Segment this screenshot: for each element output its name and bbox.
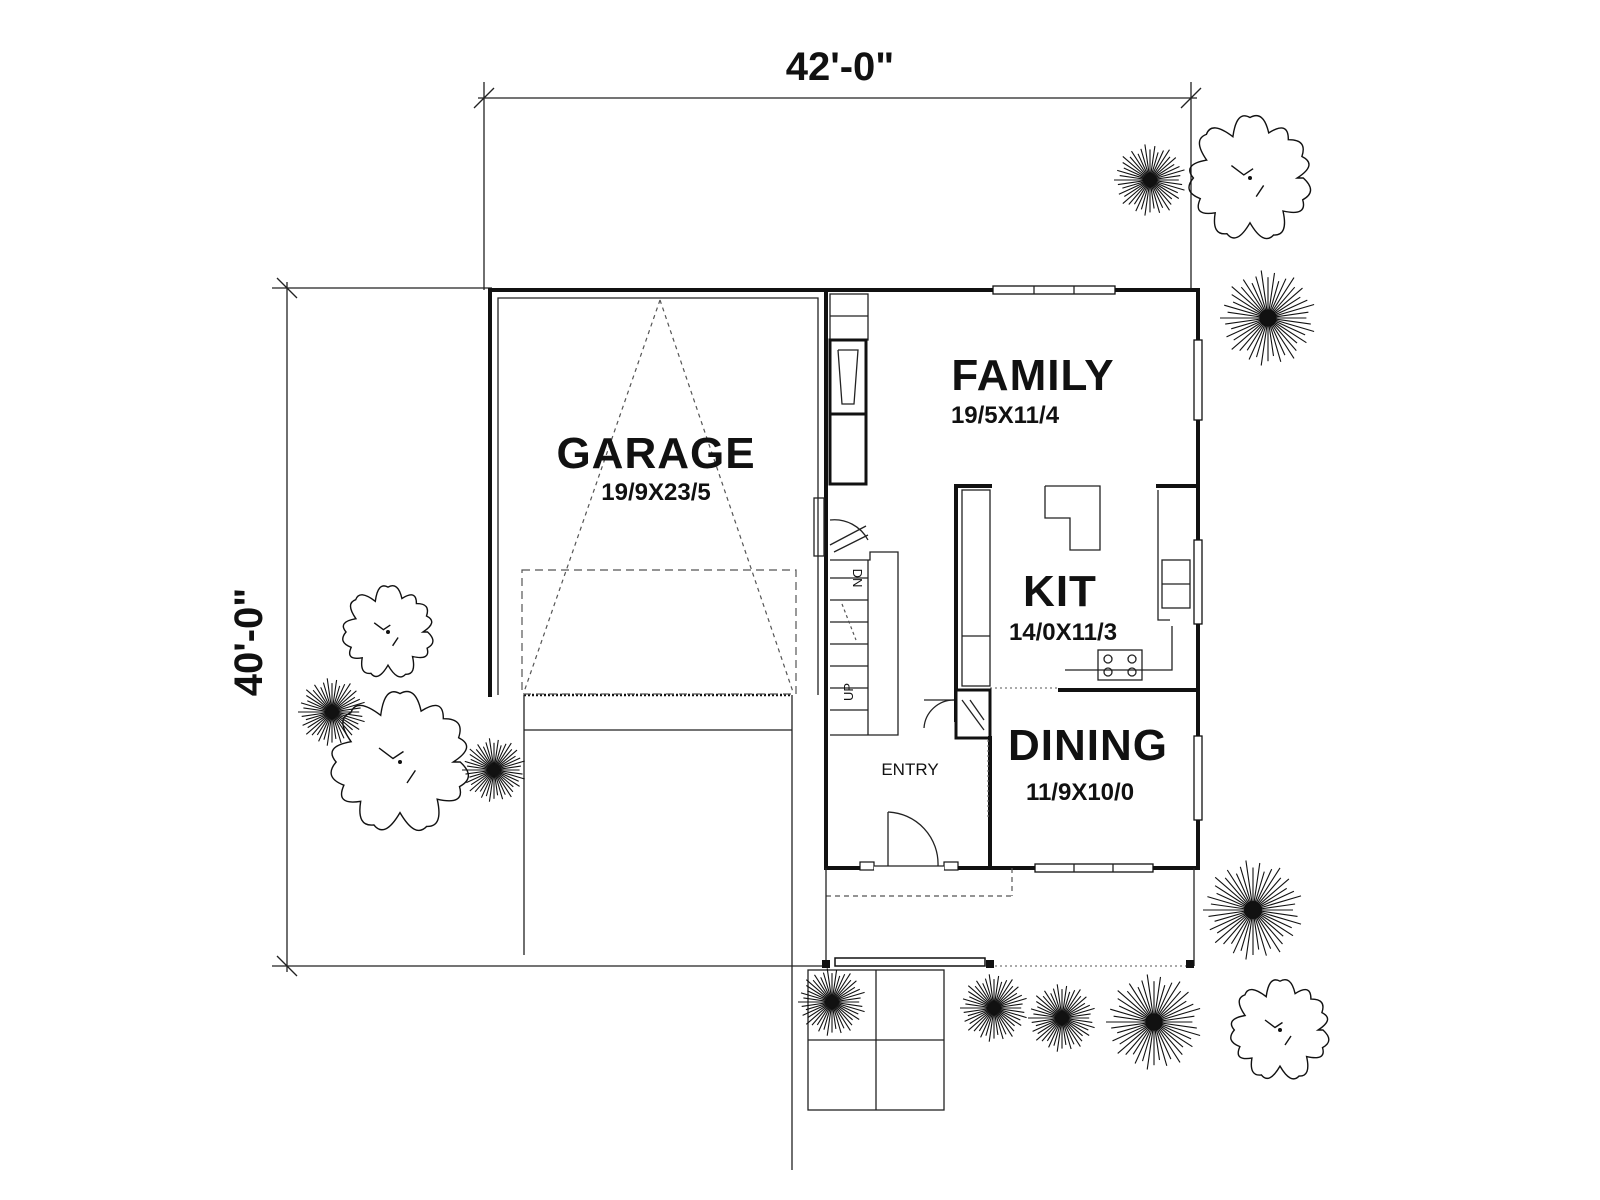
shrub-icon [1114,144,1185,216]
depth-dimension-line [272,277,830,977]
dining-size: 11/9X10/0 [1026,779,1134,806]
staircase [813,497,899,736]
tree-icon [342,585,434,678]
house-exterior-walls [824,285,1203,873]
kitchen [954,484,1200,692]
garage [488,288,828,1170]
kitchen-size: 14/0X11/3 [1009,619,1117,646]
tree-icon [330,690,470,832]
kitchen-label: KIT [1023,567,1097,616]
garage-label: GARAGE [556,429,755,478]
stair-down-label: DN [850,569,865,588]
family-size: 19/5X11/4 [951,402,1060,429]
garage-size: 19/9X23/5 [601,479,710,506]
shrub-icon [462,738,525,802]
width-dimension-line [473,82,1202,290]
entry-label: ENTRY [881,760,938,779]
width-dimension-label: 42'-0" [786,45,895,89]
landscape-tree [330,114,1330,1080]
shrub-icon [798,968,865,1036]
depth-dimension-label: 40'-0" [227,588,271,697]
tree-icon [1230,978,1330,1080]
shrub-icon [1203,860,1302,960]
shrub-icon [298,678,365,746]
shrub-icon [1028,984,1095,1052]
tree-icon [1188,114,1312,240]
stair-up-label: UP [841,683,856,701]
entry [859,688,992,871]
fireplace [828,293,869,486]
front-porch [807,868,1195,1111]
shrub-icon [1106,974,1201,1070]
family-label: FAMILY [951,351,1114,400]
dining-label: DINING [1008,721,1168,770]
shrub-icon [1220,270,1315,366]
shrub-icon [960,974,1027,1042]
